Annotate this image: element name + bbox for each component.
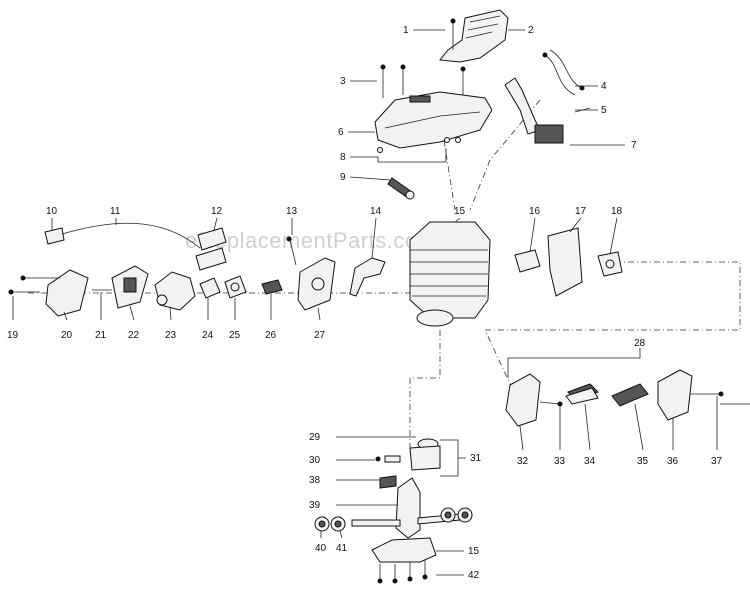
screws-top (380, 18, 466, 98)
label-30: 30 (309, 455, 321, 466)
gasket-16-part (514, 249, 541, 273)
label-18: 18 (611, 206, 623, 217)
piston-crank-parts (314, 438, 473, 584)
label-41: 41 (336, 543, 348, 554)
label-1: 1 (403, 25, 409, 36)
label-31: 31 (470, 453, 482, 464)
label-37: 37 (711, 456, 723, 467)
label-15-crankcase: 15 (468, 546, 480, 557)
label-25: 25 (229, 330, 241, 341)
label-3: 3 (340, 76, 346, 87)
label-15: 15 (454, 206, 466, 217)
label-13: 13 (286, 206, 298, 217)
label-7: 7 (631, 140, 637, 151)
label-32: 32 (517, 456, 529, 467)
label-38: 38 (309, 475, 321, 486)
label-22: 22 (128, 330, 140, 341)
label-4: 4 (601, 81, 607, 92)
spark-plug-part (387, 177, 415, 200)
label-19: 19 (7, 330, 19, 341)
label-8: 8 (340, 152, 346, 163)
label-33: 33 (554, 456, 566, 467)
label-17: 17 (575, 206, 587, 217)
label-2: 2 (528, 25, 534, 36)
label-34: 34 (584, 456, 596, 467)
leader-lines (12, 29, 718, 576)
label-9: 9 (340, 172, 346, 183)
ignition-coil-part (504, 77, 591, 144)
washers (377, 137, 461, 153)
label-29: 29 (309, 432, 321, 443)
label-6: 6 (338, 127, 344, 138)
label-24: 24 (202, 330, 214, 341)
label-10: 10 (46, 206, 58, 217)
label-5: 5 (601, 105, 607, 116)
ignition-wire-part (542, 49, 585, 96)
label-12: 12 (211, 206, 223, 217)
left-assembly-parts (8, 222, 386, 317)
label-11: 11 (110, 206, 121, 217)
label-40: 40 (315, 543, 327, 554)
gasket-18-part (597, 251, 623, 277)
label-26: 26 (265, 330, 277, 341)
heat-shield-part (547, 227, 583, 297)
label-20: 20 (61, 330, 73, 341)
label-42: 42 (468, 570, 480, 581)
cylinder-part (409, 221, 491, 327)
top-handle-part (439, 9, 509, 63)
label-14: 14 (370, 206, 382, 217)
label-23: 23 (165, 330, 177, 341)
label-16: 16 (529, 206, 541, 217)
label-21: 21 (95, 330, 107, 341)
part-labels: 1 2 3 4 5 6 7 8 9 10 11 12 13 14 15 16 1… (7, 25, 723, 581)
top-cover-part (374, 91, 493, 149)
label-27: 27 (314, 330, 326, 341)
watermark: eReplacementParts.com (185, 228, 436, 253)
muffler-parts (505, 369, 750, 427)
label-28: 28 (634, 338, 646, 349)
label-36: 36 (667, 456, 679, 467)
label-35: 35 (637, 456, 649, 467)
label-39: 39 (309, 500, 321, 511)
